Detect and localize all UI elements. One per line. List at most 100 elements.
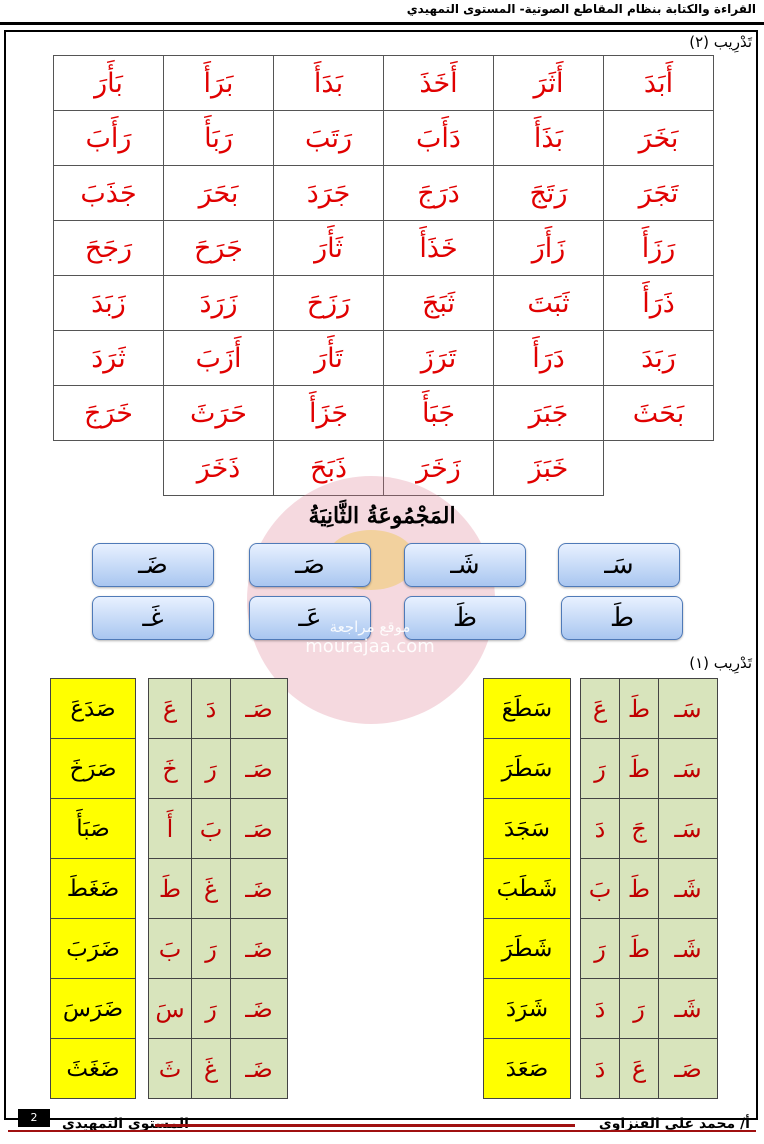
word-cell: صَدَعَ <box>50 678 136 739</box>
syllable-cell: بَ <box>148 918 192 979</box>
syllable-cell: دَ <box>191 678 231 739</box>
word-row: ضَرَسَ <box>50 978 136 1039</box>
word-cell: رَأَبَ <box>53 110 164 166</box>
word-cell: دَرَجَ <box>383 165 494 221</box>
watermark-text: موقع مراجعة <box>329 618 411 636</box>
header-rule <box>0 22 764 25</box>
word-row: سَطَرَ <box>483 738 571 799</box>
syllable-cell: رَ <box>191 978 231 1039</box>
syllable-cell: دَ <box>580 1038 620 1099</box>
footer-author: أ/ محمد علي القنزاوي <box>598 1116 750 1132</box>
right-words-table: سَطَعَسَطَرَسَجَدَشَطَبَشَطَرَشَرَدَصَعَ… <box>483 678 571 1099</box>
syllable-cell: دَ <box>580 978 620 1039</box>
word-cell: حَرَثَ <box>163 385 274 441</box>
syllable-cell: رَ <box>580 738 620 799</box>
word-cell: زَبَدَ <box>53 275 164 331</box>
watermark-url: mourajaa.com <box>305 636 435 657</box>
grid-row: تَجَرَرَتَجَدَرَجَجَرَدَبَحَرَجَذَبَ <box>53 165 714 221</box>
letter-card: غَـ <box>92 596 214 640</box>
syllable-cell: شَـ <box>658 978 718 1039</box>
word-cell: رَجَحَ <box>53 220 164 276</box>
syllable-cell: ضَـ <box>230 978 288 1039</box>
word-cell: أَزَبَ <box>163 330 274 386</box>
syllable-cell: سَ <box>148 978 192 1039</box>
exercise2-label: تَدْرِيب (٢) <box>689 33 752 51</box>
word-row: شَطَبَ <box>483 858 571 919</box>
letter-card: طَ <box>561 596 683 640</box>
syllable-cell: سَـ <box>658 738 718 799</box>
word-cell: ثَبَجَ <box>383 275 494 331</box>
word-cell: ثَأَرَ <box>273 220 384 276</box>
grid-row: خَبَزَزَخَرَذَبَحَذَخَرَ <box>54 440 714 496</box>
word-row: سَطَعَ <box>483 678 571 739</box>
letter-card: سَـ <box>558 543 680 587</box>
letter-card: ظَ <box>404 596 526 640</box>
word-cell: دَأَبَ <box>383 110 494 166</box>
word-cell: أَثَرَ <box>493 55 604 111</box>
exercise1-label: تَدْرِيب (١) <box>689 654 752 672</box>
grid-row: رَبَدَدَرَأَتَرَزَتَأَرَأَزَبَثَرَدَ <box>53 330 714 386</box>
word-cell: شَطَرَ <box>483 918 571 979</box>
letter-card: عَـ <box>249 596 371 640</box>
word-cell: تَرَزَ <box>383 330 494 386</box>
syllable-cell: صَـ <box>658 1038 718 1099</box>
syllable-cell: خَ <box>148 738 192 799</box>
syllable-cell: ضَـ <box>230 918 288 979</box>
syllable-cell: بَ <box>191 798 231 859</box>
word-cell: ذَخَرَ <box>163 440 274 496</box>
word-cell: أَبَدَ <box>603 55 714 111</box>
word-row: ضَغَثَ <box>50 1038 136 1099</box>
page-header: القراءة والكتابة بنظام المقاطع الصوتية- … <box>0 0 764 26</box>
word-cell: تَأَرَ <box>273 330 384 386</box>
word-cell: بَأَرَ <box>53 55 164 111</box>
word-cell <box>54 441 164 496</box>
word-cell: جَزَأَ <box>273 385 384 441</box>
syllable-cell: ضَـ <box>230 1038 288 1099</box>
syllable-cell: رَ <box>191 738 231 799</box>
syllable-cell: عَ <box>580 678 620 739</box>
syllable-cell: سَـ <box>658 678 718 739</box>
syllable-cell: شَـ <box>658 858 718 919</box>
grid-row: رَزَأَزَأَرَخَذَأَثَأَرَجَرَحَرَجَحَ <box>53 220 714 276</box>
grid-row: بَحَثَجَبَرَجَبَأَجَزَأَحَرَثَخَرَجَ <box>53 385 714 441</box>
word-cell: شَطَبَ <box>483 858 571 919</box>
syllable-cell: دَ <box>580 798 620 859</box>
syllable-cell: عَ <box>619 1038 659 1099</box>
syllable-cell: طَ <box>619 918 659 979</box>
word-cell: رَزَأَ <box>603 220 714 276</box>
word-row: شَطَرَ <box>483 918 571 979</box>
word-cell: بَرَأَ <box>163 55 274 111</box>
syllable-cell: طَ <box>619 738 659 799</box>
word-cell: خَرَجَ <box>53 385 164 441</box>
footer-rule <box>155 1124 575 1127</box>
word-cell: جَذَبَ <box>53 165 164 221</box>
grid-row: بَخَرَبَذَأَدَأَبَرَتَبَرَبَأَرَأَبَ <box>53 110 714 166</box>
word-row: صَدَعَ <box>50 678 136 739</box>
word-cell: ذَرَأَ <box>603 275 714 331</box>
word-cell <box>604 441 714 496</box>
syllable-cell: شَـ <box>658 918 718 979</box>
word-cell: رَبَأَ <box>163 110 274 166</box>
syllable-cell: ضَـ <box>230 858 288 919</box>
word-cell: بَحَثَ <box>603 385 714 441</box>
syllable-cell: أَ <box>148 798 192 859</box>
word-cell: ضَرَبَ <box>50 918 136 979</box>
word-cell: ثَبَتَ <box>493 275 604 331</box>
word-cell: صَعَدَ <box>483 1038 571 1099</box>
header-title: القراءة والكتابة بنظام المقاطع الصوتية- … <box>406 2 756 16</box>
word-row: شَرَدَ <box>483 978 571 1039</box>
word-cell: رَتَبَ <box>273 110 384 166</box>
word-cell: بَدَأَ <box>273 55 384 111</box>
word-cell: ذَبَحَ <box>273 440 384 496</box>
word-cell: ضَغَثَ <box>50 1038 136 1099</box>
syllable-cell: رَ <box>191 918 231 979</box>
word-cell: رَتَجَ <box>493 165 604 221</box>
word-row: سَجَدَ <box>483 798 571 859</box>
